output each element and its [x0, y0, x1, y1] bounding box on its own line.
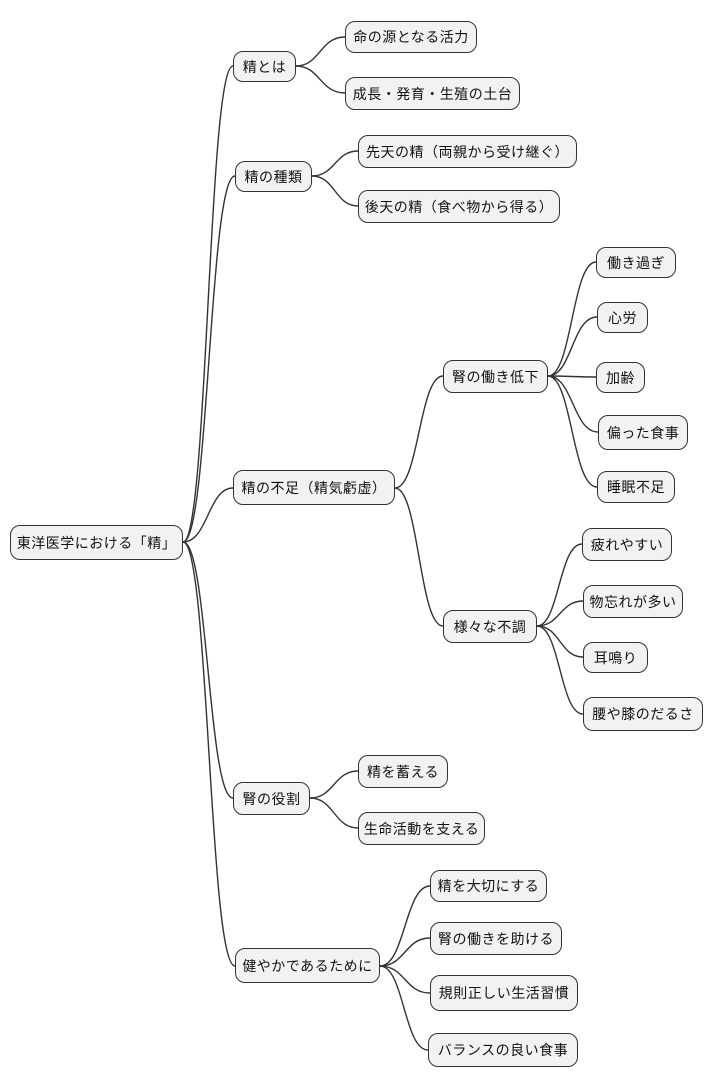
connector	[536, 543, 583, 627]
mindmap-node-staying-healthy: 健やかであるために	[235, 948, 380, 983]
mindmap-leaf: 命の源となる活力	[345, 21, 477, 53]
connector	[536, 625, 584, 658]
connector	[547, 316, 598, 377]
mindmap-leaf: 疲れやすい	[582, 528, 672, 561]
connector	[182, 65, 234, 543]
connector	[547, 375, 598, 488]
mindmap-node-various-ailments: 様々な不調	[443, 610, 537, 643]
connector	[182, 541, 236, 967]
mindmap-leaf: 成長・発育・生殖の土台	[345, 77, 520, 110]
connector	[547, 261, 597, 377]
mindmap-leaf: バランスの良い食事	[428, 1033, 578, 1067]
connector	[394, 375, 444, 489]
mindmap-leaf: 後天の精（食べ物から得る）	[358, 190, 560, 223]
mindmap-node-kidney-role: 腎の役割	[233, 782, 310, 815]
mindmap-leaf: 耳鳴り	[583, 642, 648, 673]
connector	[547, 375, 599, 433]
connector	[394, 487, 444, 627]
mindmap-leaf: 精を大切にする	[430, 870, 547, 902]
connector	[536, 600, 584, 627]
connector	[379, 965, 431, 994]
mindmap-leaf: 先天の精（両親から受け継ぐ）	[358, 135, 577, 168]
connector	[379, 965, 429, 1051]
mindmap-node-kidney-function-decline: 腎の働き低下	[443, 360, 548, 393]
mindmap-leaf: 睡眠不足	[597, 471, 675, 503]
connector	[547, 375, 597, 378]
mindmap-leaf: 精を蓄える	[358, 755, 448, 788]
mindmap-leaf: 規則正しい生活習慣	[430, 975, 578, 1011]
connector	[182, 541, 234, 799]
mindmap-node-types-of-sei: 精の種類	[235, 161, 312, 192]
connector	[309, 770, 359, 799]
connector	[182, 175, 236, 543]
connector	[182, 487, 234, 543]
mindmap-leaf: 働き過ぎ	[596, 247, 676, 278]
connector	[311, 150, 359, 177]
mindmap-leaf: 腎の働きを助ける	[430, 922, 562, 955]
connector	[295, 65, 346, 94]
connector	[536, 625, 584, 715]
connector	[311, 175, 359, 207]
connector	[379, 937, 431, 967]
mindmap-node-sei-deficiency: 精の不足（精気虧虚）	[233, 470, 395, 505]
mindmap-node-what-is-sei: 精とは	[233, 51, 296, 82]
mindmap-node-root: 東洋医学における「精」	[10, 525, 183, 560]
connector	[379, 885, 431, 967]
connector	[309, 797, 359, 829]
connector	[295, 36, 346, 67]
mindmap-leaf: 加齢	[596, 362, 645, 393]
mindmap-leaf: 物忘れが多い	[583, 585, 683, 618]
mindmap-leaf: 腰や膝のだるさ	[583, 697, 703, 731]
mindmap-leaf: 偏った食事	[598, 415, 688, 450]
mindmap-leaf: 心労	[597, 302, 648, 333]
mindmap-leaf: 生命活動を支える	[358, 812, 485, 845]
